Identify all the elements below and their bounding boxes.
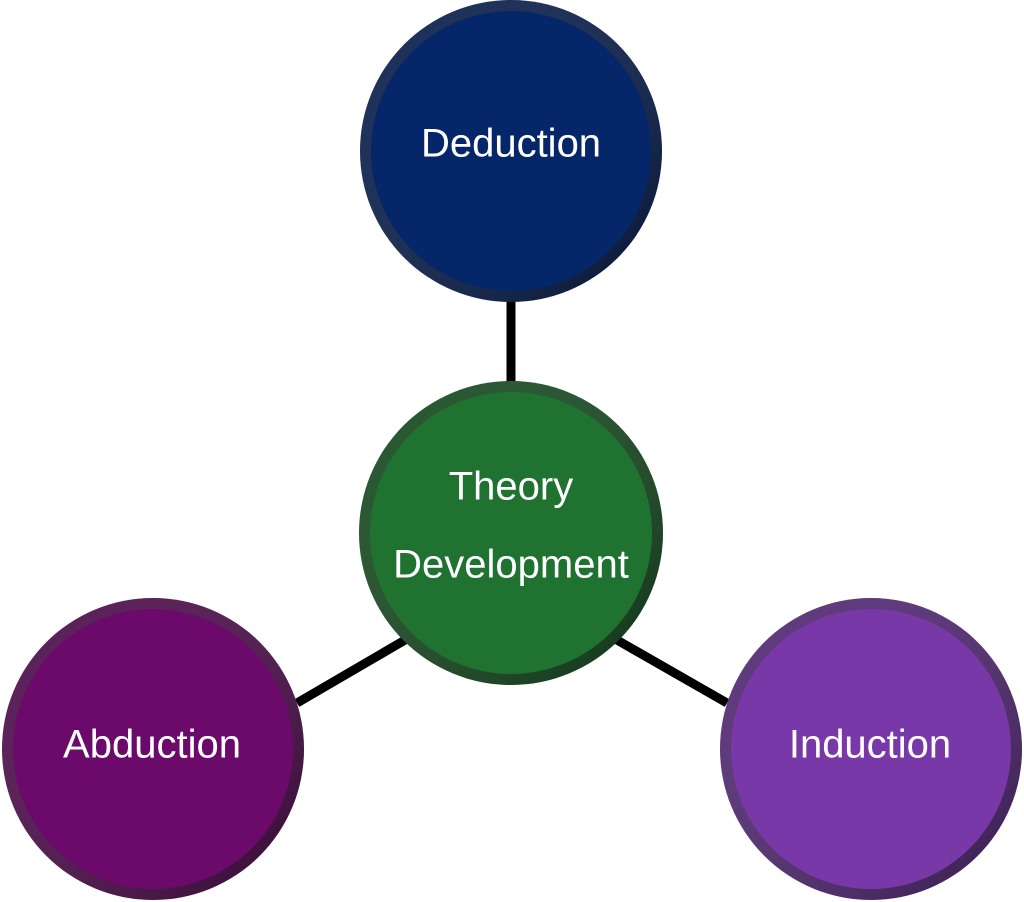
node-deduction[interactable]: Deduction — [360, 0, 662, 302]
node-abduction[interactable]: Abduction — [2, 598, 304, 900]
node-abduction-fill — [13, 609, 293, 889]
node-theory-fill — [370, 392, 652, 674]
node-deduction-fill — [371, 11, 651, 291]
connector-theory-abduction — [294, 636, 408, 707]
node-induction-fill — [731, 609, 1011, 889]
node-theory-development[interactable]: Theory Development — [359, 381, 663, 685]
node-theory-label-line-2: Development — [393, 543, 629, 587]
node-induction-label: Induction — [789, 723, 951, 767]
connector-theory-induction — [614, 636, 730, 707]
connectors — [294, 300, 730, 707]
node-induction[interactable]: Induction — [720, 598, 1022, 900]
node-abduction-label: Abduction — [63, 723, 241, 767]
node-theory-label-line-1: Theory — [449, 465, 574, 509]
node-deduction-label: Deduction — [421, 122, 601, 166]
